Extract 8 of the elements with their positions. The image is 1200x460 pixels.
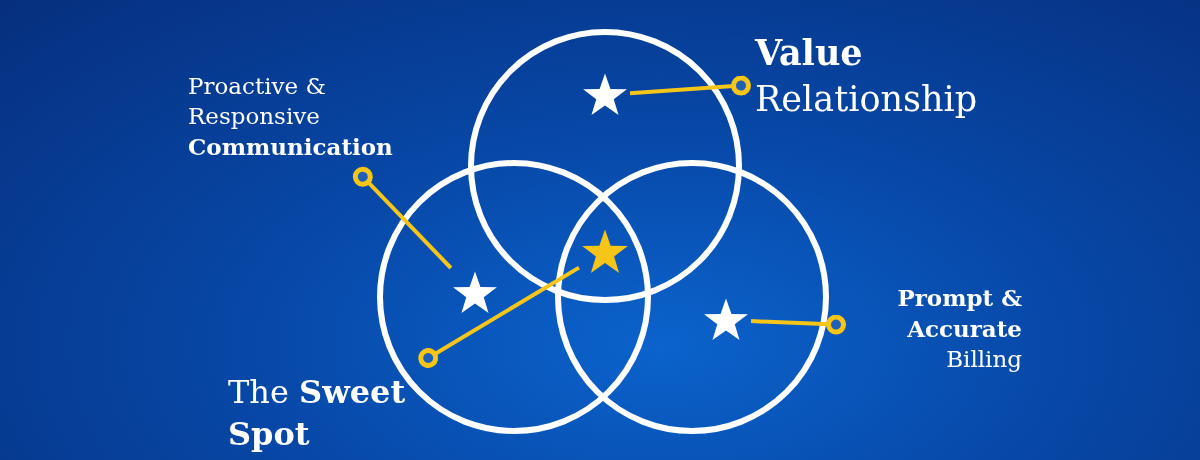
callout-text: Value Relationship (755, 31, 979, 121)
callout-text: The Sweet Spot (228, 372, 407, 455)
callout-text: Proactive & Responsive Communication (188, 72, 394, 162)
leader-line (418, 265, 581, 368)
leader-line (352, 166, 453, 270)
callout-text: Prompt & Accurate Billing (896, 283, 1022, 374)
leader-line (629, 75, 751, 96)
leader-line (750, 314, 846, 335)
